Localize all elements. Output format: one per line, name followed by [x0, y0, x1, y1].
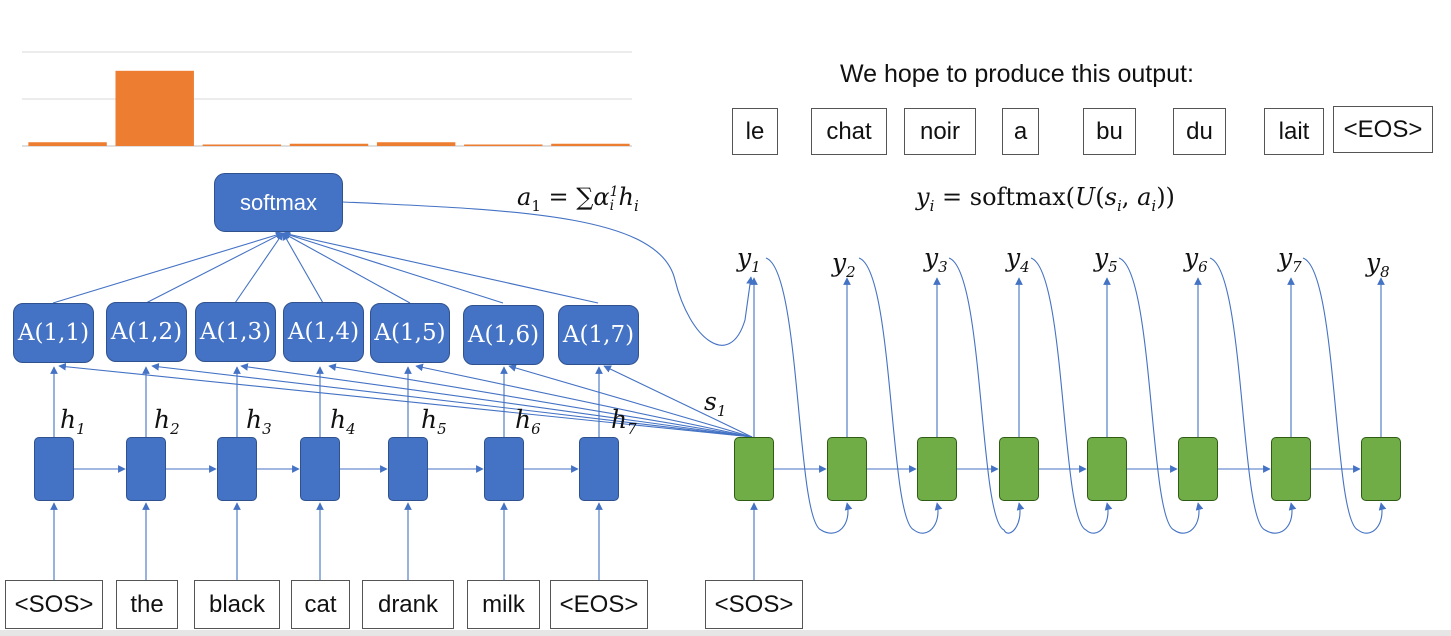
arrow-feedback-1 [765, 257, 853, 534]
output-label-5: y5 [1094, 243, 1118, 276]
state-label: s1 [704, 387, 727, 420]
bar-5 [376, 142, 456, 146]
output-word-noir: noir [904, 108, 976, 155]
output-word-eos: <EOS> [1333, 106, 1433, 153]
output-word-lait: lait [1264, 108, 1324, 155]
arrow-softmax-y1 [342, 201, 754, 346]
hidden-label-1: h1 [60, 405, 86, 438]
arrow-feedback-5 [1118, 257, 1204, 534]
arrow-s1-attn-6 [508, 364, 753, 438]
attention-node-4: A(1,4) [283, 302, 364, 362]
decoder-cell-5 [1087, 437, 1127, 501]
decoder-cell-7 [1271, 437, 1311, 501]
arrow-s1-attn-2 [151, 362, 753, 438]
hidden-label-2: h2 [154, 405, 180, 438]
output-equation: yi = softmax(U(si, ai)) [916, 183, 1175, 215]
output-word-a: a [1002, 108, 1039, 155]
input-word-cat: cat [291, 580, 350, 629]
output-title: We hope to produce this output: [840, 60, 1194, 88]
attention-node-1: A(1,1) [13, 303, 94, 363]
encoder-cell-5 [388, 437, 428, 501]
arrow-s1-attn-3 [240, 363, 753, 438]
output-word-du: du [1173, 108, 1226, 155]
bar-6 [464, 144, 543, 146]
output-label-2: y2 [832, 248, 856, 281]
arrow-feedback-4 [1030, 257, 1113, 534]
attention-node-6: A(1,6) [463, 305, 544, 365]
encoder-cell-4 [300, 437, 340, 501]
input-word-black: black [194, 580, 280, 629]
bar-4 [289, 143, 369, 146]
encoder-cell-3 [217, 437, 257, 501]
attention-node-3: A(1,3) [195, 302, 276, 362]
input-word-drank: drank [362, 580, 454, 629]
decoder-cell-3 [917, 437, 957, 501]
arrow-s1-attn-5 [415, 363, 753, 438]
arrow-feedback-7 [1302, 257, 1387, 534]
encoder-cell-6 [484, 437, 524, 501]
hidden-label-3: h3 [246, 405, 272, 438]
softmax-node: softmax [214, 173, 343, 232]
decoder-cell-1 [734, 437, 774, 501]
hidden-label-4: h4 [330, 405, 356, 438]
output-word-le: le [732, 108, 778, 155]
input-word-the: the [116, 580, 178, 629]
output-label-7: y7 [1278, 243, 1302, 276]
arrow-attn-softmax-3 [234, 232, 284, 304]
decoder-cell-8 [1361, 437, 1401, 501]
arrow-feedback-6 [1209, 257, 1297, 534]
decoder-input-sos: <SOS> [705, 580, 803, 629]
output-label-3: y3 [924, 243, 948, 276]
attention-weights-chart [22, 51, 632, 147]
arrow-s1-attn-7 [603, 365, 753, 438]
decoder-cell-2 [827, 437, 867, 501]
attention-node-7: A(1,7) [558, 305, 639, 365]
input-word-milk: milk [467, 580, 540, 629]
arrow-attn-softmax-6 [282, 231, 504, 304]
bar-2 [115, 70, 194, 146]
encoder-cell-1 [34, 437, 74, 501]
output-word-chat: chat [811, 108, 887, 155]
arrow-feedback-2 [858, 257, 943, 534]
decoder-cell-6 [1178, 437, 1218, 501]
attention-node-2: A(1,2) [106, 302, 187, 362]
bar-3 [202, 144, 282, 146]
arrow-attn-softmax-5 [282, 232, 411, 304]
arrow-s1-attn-1 [58, 362, 753, 438]
bottom-scroll-strip [0, 630, 1451, 636]
hidden-label-5: h5 [421, 405, 447, 438]
arrow-attn-softmax-7 [282, 230, 599, 304]
output-label-6: y6 [1184, 243, 1208, 276]
hidden-label-7: h7 [611, 405, 637, 438]
arrow-attn-softmax-4 [282, 232, 324, 304]
bar-7 [551, 143, 630, 146]
output-label-1: y1 [737, 243, 761, 276]
decoder-cell-4 [999, 437, 1039, 501]
encoder-cell-7 [579, 437, 619, 501]
arrow-attn-softmax-2 [145, 232, 284, 304]
hidden-label-6: h6 [515, 405, 541, 438]
arrow-feedback-3 [948, 257, 1025, 534]
arrow-attn-softmax-1 [52, 231, 284, 304]
input-word-sos: <SOS> [5, 580, 103, 629]
encoder-cell-2 [126, 437, 166, 501]
output-label-8: y8 [1366, 248, 1390, 281]
input-word-eos: <EOS> [550, 580, 648, 629]
attention-node-5: A(1,5) [370, 303, 450, 363]
bar-1 [28, 142, 107, 146]
output-word-bu: bu [1083, 108, 1136, 155]
arrow-s1-attn-4 [328, 363, 753, 438]
output-label-4: y4 [1006, 243, 1030, 276]
